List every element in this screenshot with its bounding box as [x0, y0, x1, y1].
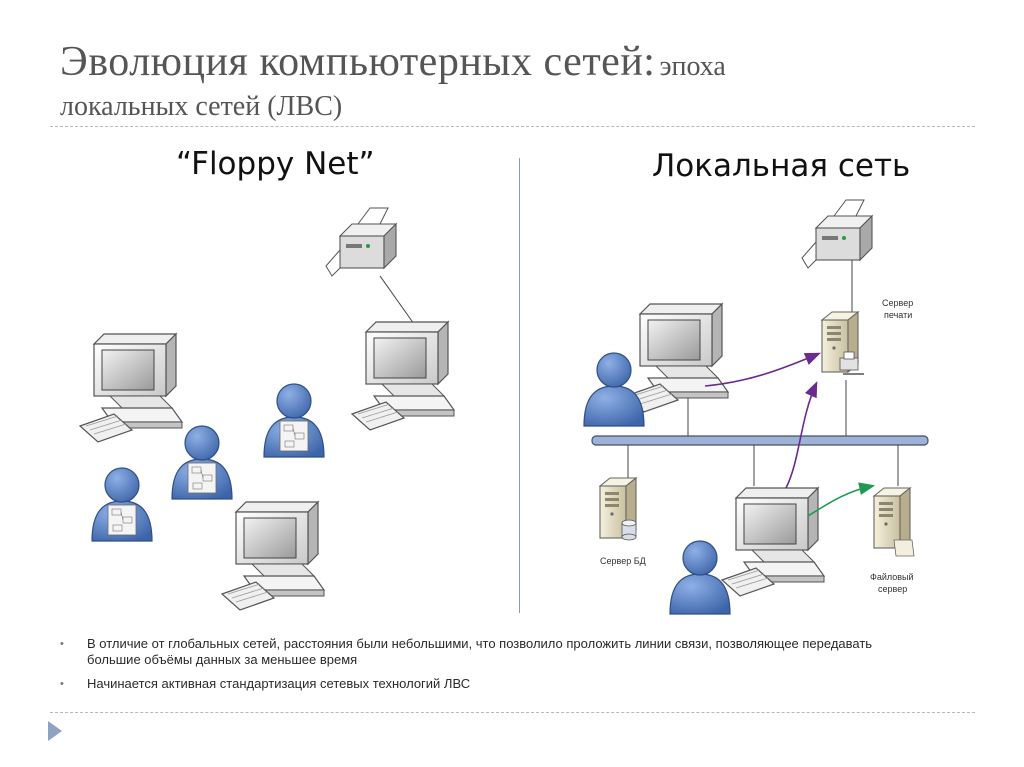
network-bus [591, 435, 929, 446]
lan-heading: Локальная сеть [652, 148, 911, 184]
printer-icon [325, 207, 397, 277]
computer-icon [625, 303, 729, 413]
slide-title: Эволюция компьютерных сетей: эпоха локал… [60, 38, 960, 123]
bottom-separator [50, 712, 975, 713]
purple-arrow [785, 381, 818, 489]
computer-icon [721, 487, 825, 597]
purple-arrow [704, 352, 821, 387]
computer-icon [79, 333, 183, 443]
floppy-net-heading: “Floppy Net” [176, 146, 375, 182]
computer-icon [221, 501, 325, 611]
db-server-label: Сервер БД [600, 556, 646, 566]
bullet-item: Начинается активная стандартизация сетев… [60, 676, 920, 692]
file-server-label-1: Файловый [870, 572, 914, 582]
user-icon [669, 540, 731, 615]
column-divider [519, 158, 520, 613]
floppy-net-group [79, 207, 455, 611]
database-icon [621, 519, 637, 541]
green-arrow [807, 482, 876, 517]
title-main: Эволюция компьютерных сетей: [60, 39, 656, 85]
small-printer-icon [839, 351, 864, 375]
print-server-label-2: печати [884, 310, 912, 320]
file-server-icon [873, 487, 911, 549]
title-tail: эпоха [659, 51, 726, 82]
folder-icon [893, 539, 915, 557]
top-separator [50, 126, 975, 127]
nav-arrow-icon[interactable] [48, 721, 62, 741]
bullet-item: В отличие от глобальных сетей, расстояни… [60, 636, 920, 668]
user-with-document-icon [172, 426, 232, 499]
user-icon [583, 352, 645, 427]
bullet-list: В отличие от глобальных сетей, расстояни… [60, 636, 920, 700]
network-diagram: Сервер печати Сервер БД Файловый сервер [79, 199, 929, 615]
title-line2: локальных сетей (ЛВС) [60, 90, 343, 122]
lan-group: Сервер печати Сервер БД Файловый сервер [583, 199, 929, 615]
file-server-label-2: сервер [878, 584, 907, 594]
user-with-document-icon [92, 468, 152, 541]
computer-icon [351, 321, 455, 431]
printer-cable [379, 275, 415, 325]
printer-icon [801, 199, 873, 269]
user-with-document-icon [264, 384, 324, 457]
print-server-label-1: Сервер [882, 298, 913, 308]
